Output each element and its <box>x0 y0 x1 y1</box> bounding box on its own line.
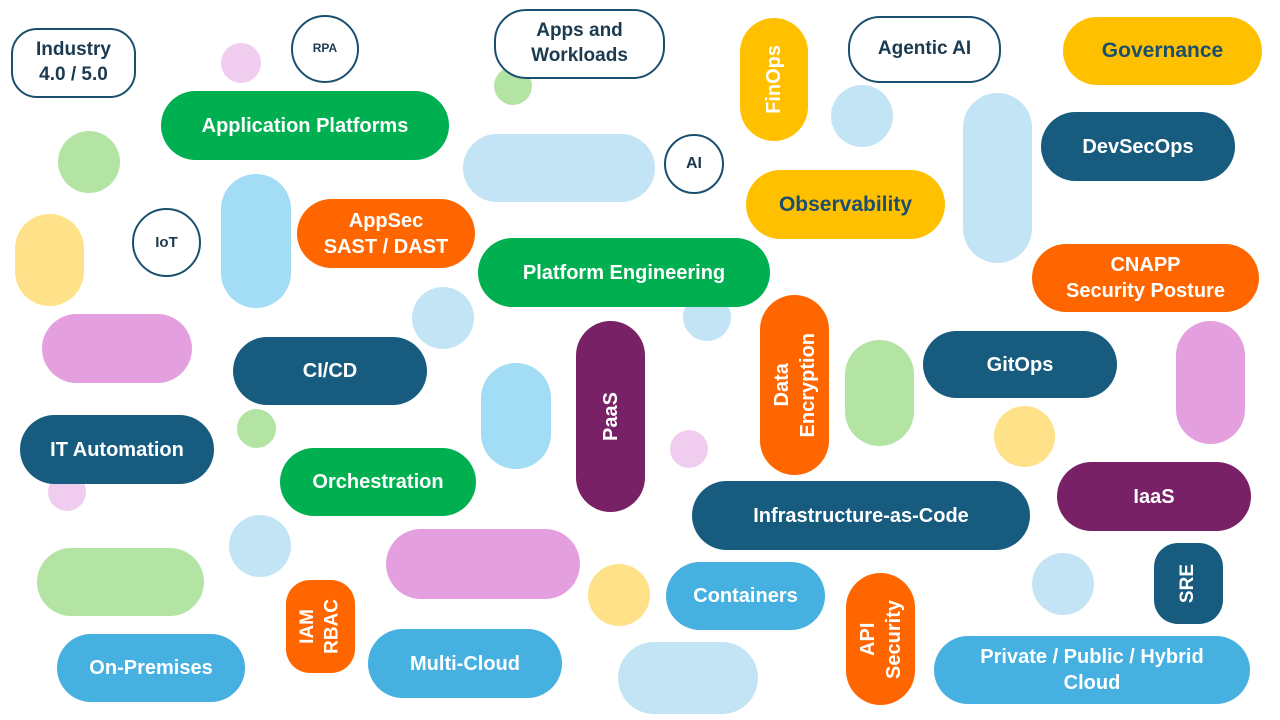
tag-iam-rbac-label: IAM RBAC <box>296 599 343 654</box>
tag-finops-label: FinOps <box>763 45 785 114</box>
tag-observability: Observability <box>746 170 945 239</box>
deco-pill-pink <box>42 314 192 383</box>
tag-application-platforms: Application Platforms <box>161 91 449 160</box>
tag-industry: Industry 4.0 / 5.0 <box>11 28 136 98</box>
deco-pill-light-blue <box>963 93 1032 263</box>
deco-dot-light-pink <box>221 43 261 83</box>
tag-multi-cloud: Multi-Cloud <box>368 629 562 698</box>
tag-devsecops: DevSecOps <box>1041 112 1235 181</box>
deco-dot-light-pink <box>670 430 708 468</box>
deco-pill-light-green <box>845 340 914 446</box>
tag-governance: Governance <box>1063 17 1262 85</box>
deco-dot-light-blue <box>229 515 291 577</box>
deco-pill-sky <box>481 363 551 469</box>
tag-ai: AI <box>664 134 724 194</box>
tag-orchestration: Orchestration <box>280 448 476 516</box>
deco-pill-light-green <box>37 548 204 616</box>
tag-rpa: RPA <box>291 15 359 83</box>
deco-dot-light-blue <box>831 85 893 147</box>
deco-dot-light-blue <box>412 287 474 349</box>
tag-data-encryption-label: Data Encryption <box>770 332 819 438</box>
deco-dot-yellow <box>588 564 650 626</box>
deco-pill-pink <box>386 529 580 599</box>
tag-apps-workloads: Apps and Workloads <box>494 9 665 79</box>
tag-gitops: GitOps <box>923 331 1117 398</box>
tag-agentic-ai: Agentic AI <box>848 16 1001 83</box>
tag-finops: FinOps <box>740 18 808 141</box>
tag-sre: SRE <box>1154 543 1223 624</box>
tag-iot: IoT <box>132 208 201 277</box>
deco-pill-light-blue <box>618 642 758 714</box>
tag-hybrid-cloud: Private / Public / Hybrid Cloud <box>934 636 1250 704</box>
tag-data-encryption: Data Encryption <box>760 295 829 475</box>
tag-cnapp: CNAPP Security Posture <box>1032 244 1259 312</box>
deco-dot-light-green <box>58 131 120 193</box>
tag-api-security-label: API Security <box>856 599 905 679</box>
deco-pill-pink <box>1176 321 1245 444</box>
tag-iam-rbac: IAM RBAC <box>286 580 355 673</box>
tag-appsec: AppSec SAST / DAST <box>297 199 475 268</box>
tag-cicd: CI/CD <box>233 337 427 405</box>
deco-pill-sky <box>221 174 291 308</box>
deco-dot-light-blue <box>1032 553 1094 615</box>
tag-iac: Infrastructure-as-Code <box>692 481 1030 550</box>
deco-dot-light-green <box>237 409 276 448</box>
tag-iaas: IaaS <box>1057 462 1251 531</box>
tag-it-automation: IT Automation <box>20 415 214 484</box>
tag-on-premises: On-Premises <box>57 634 245 702</box>
deco-pill-light-blue <box>463 134 655 202</box>
tag-sre-label: SRE <box>1177 563 1199 604</box>
deco-pill-yellow <box>15 214 84 306</box>
tag-api-security: API Security <box>846 573 915 705</box>
tag-paas-label: PaaS <box>599 392 622 441</box>
deco-dot-yellow <box>994 406 1055 467</box>
tag-containers: Containers <box>666 562 825 630</box>
tag-paas: PaaS <box>576 321 645 512</box>
tag-platform-engineering: Platform Engineering <box>478 238 770 307</box>
